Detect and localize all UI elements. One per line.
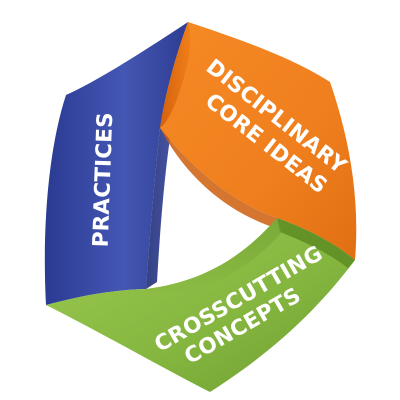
- disciplinary-band: [160, 22, 357, 260]
- practices-label: PRACTICES: [89, 112, 119, 248]
- inner-triangle: [146, 128, 277, 289]
- crosscutting-band: [46, 218, 355, 392]
